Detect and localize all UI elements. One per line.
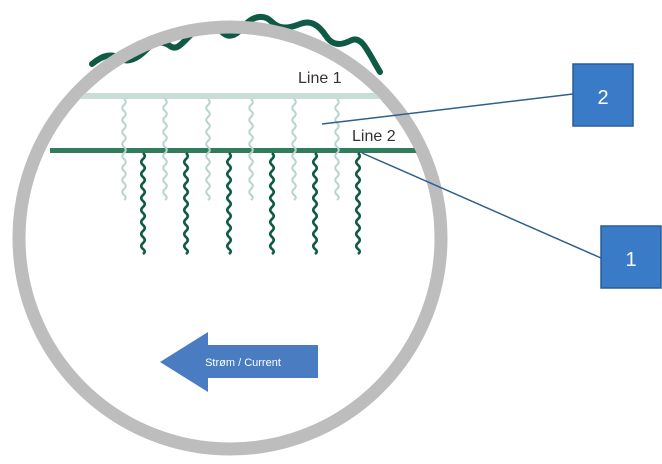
kelp-dropper-dark (225, 152, 233, 256)
callout-1: 1 (600, 225, 662, 289)
kelp-dropper-light (334, 98, 340, 201)
line-1 (75, 93, 391, 99)
kelp-dropper-dark (311, 152, 319, 256)
callout-2: 2 (572, 63, 634, 127)
kelp-dropper-light (291, 98, 297, 201)
kelp-dropper-dark (182, 152, 190, 256)
leader-line-2 (321, 93, 574, 125)
kelp-dropper-dark (268, 152, 276, 256)
current-arrow-label: Strøm / Current (205, 357, 281, 369)
kelp-dropper-dark (354, 152, 362, 256)
current-arrow: Strøm / Current (160, 332, 318, 392)
ring (12, 20, 448, 456)
kelp-droppers-line-2 (139, 152, 362, 256)
kelp-dropper-light (248, 98, 254, 201)
kelp-dropper-light (205, 98, 211, 201)
callout-1-label: 1 (625, 249, 636, 271)
kelp-dropper-light (162, 98, 168, 201)
line-2-label: Line 2 (352, 128, 396, 145)
line-1-label: Line 1 (298, 70, 342, 87)
kelp-dropper-dark (139, 152, 147, 256)
callout-2-label: 2 (597, 87, 608, 109)
kelp-droppers-line-1 (121, 98, 340, 201)
leader-line-1 (361, 152, 602, 259)
kelp-dropper-light (121, 98, 127, 201)
line-2 (50, 148, 430, 153)
